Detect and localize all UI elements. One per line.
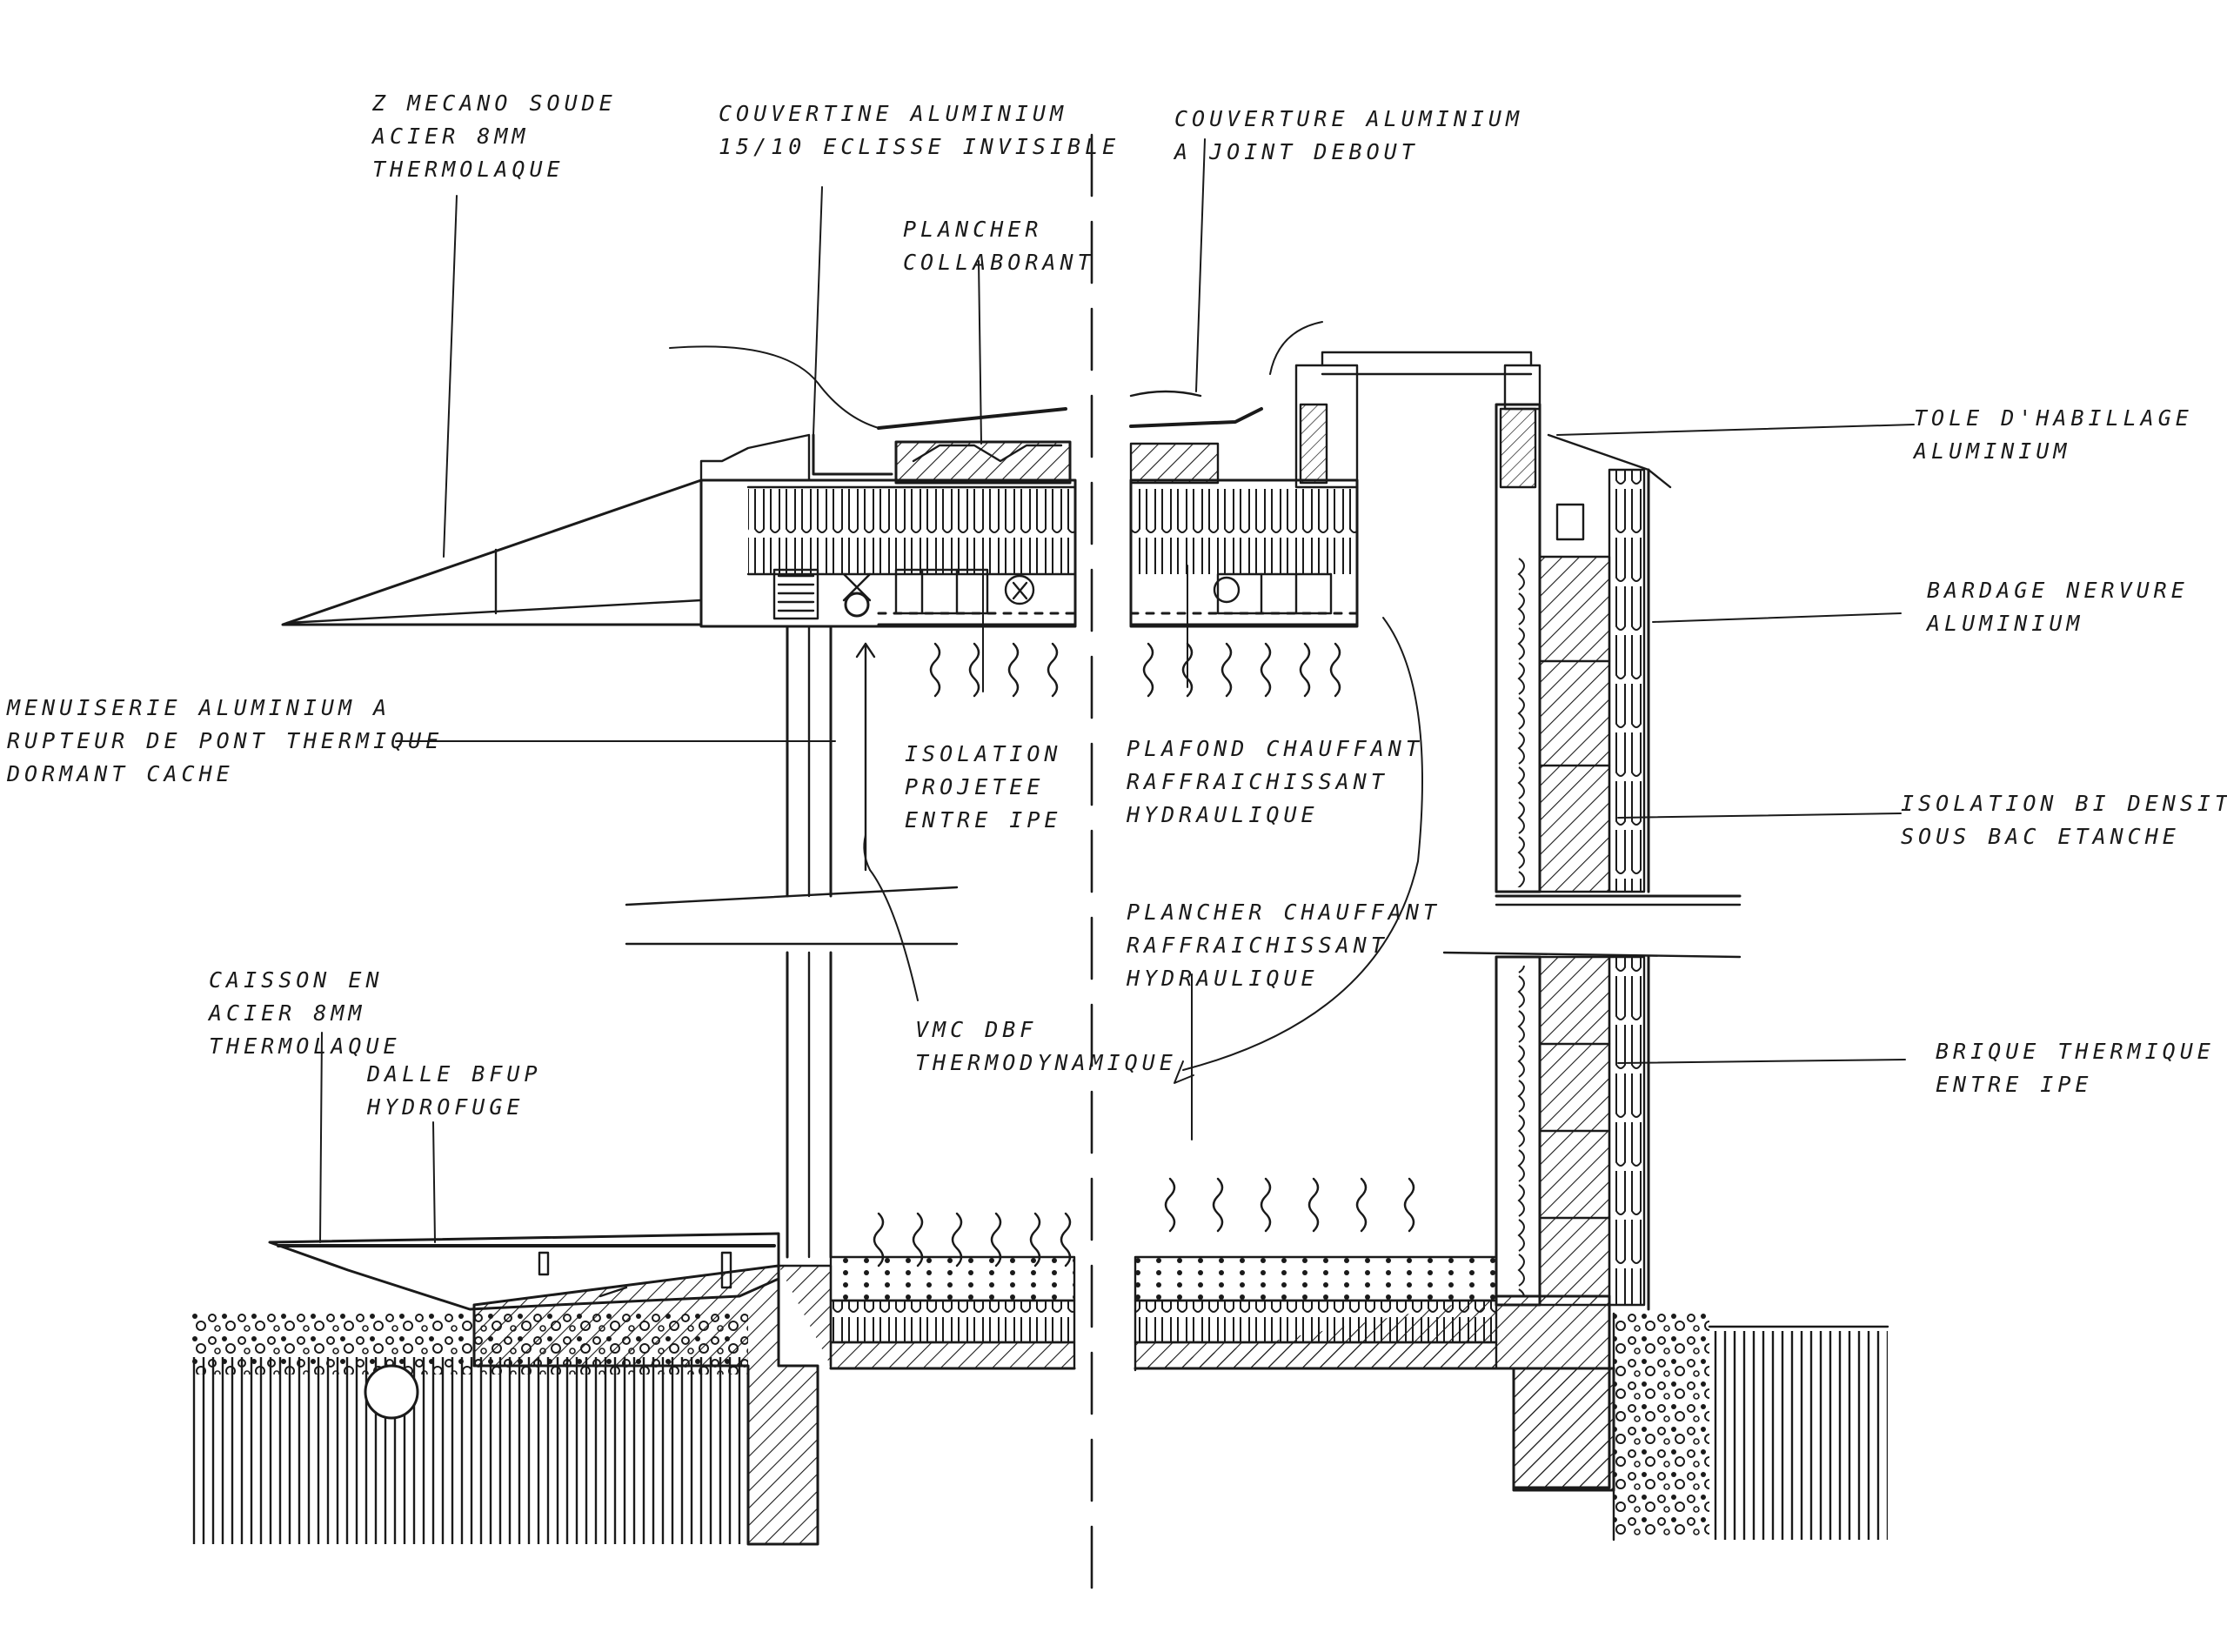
leader-lines xyxy=(319,138,1915,1243)
label-plancher-chauffant: PLANCHER CHAUFFANT RAFFRAICHISSANT HYDRA… xyxy=(1127,900,1441,991)
left-floor-detail xyxy=(191,951,1076,1546)
left-roof-detail xyxy=(281,345,1077,898)
label-couvertine: COUVERTINE ALUMINIUM 15/10 ECLISSE INVIS… xyxy=(719,101,1120,159)
label-tole-habillage: TOLE D'HABILLAGE ALUMINIUM xyxy=(1914,405,2193,464)
label-dalle-bfup: DALLE BFUP HYDROFUGE xyxy=(367,1061,542,1120)
label-bardage: BARDAGE NERVURE ALUMINIUM xyxy=(1927,578,2189,636)
label-isolation-bidensite: ISOLATION BI DENSITE SOUS BAC ETANCHE xyxy=(1901,791,2227,849)
label-brique: BRIQUE THERMIQUE ENTRE IPE xyxy=(1936,1039,2215,1097)
label-isolation-projetee: ISOLATION PROJETEE ENTRE IPE xyxy=(905,741,1062,833)
right-floor-detail xyxy=(1134,955,1889,1542)
label-menuiserie: MENUISERIE ALUMINIUM A RUPTEUR DE PONT T… xyxy=(7,695,444,786)
label-z-mecano: Z MECANO SOUDE ACIER 8MM THERMOLAQUE xyxy=(372,90,617,182)
label-caisson: CAISSON EN ACIER 8MM THERMOLAQUE xyxy=(209,967,401,1059)
label-vmc: VMC DBF THERMODYNAMIQUE xyxy=(915,1017,1177,1075)
label-couverture: COUVERTURE ALUMINIUM A JOINT DEBOUT xyxy=(1174,106,1524,164)
label-plafond-chauffant: PLAFOND CHAUFFANT RAFFRAICHISSANT HYDRAU… xyxy=(1127,736,1423,827)
right-roof-detail xyxy=(1129,321,1742,906)
label-plancher-collaborant: PLANCHER COLLABORANT xyxy=(903,217,1095,275)
